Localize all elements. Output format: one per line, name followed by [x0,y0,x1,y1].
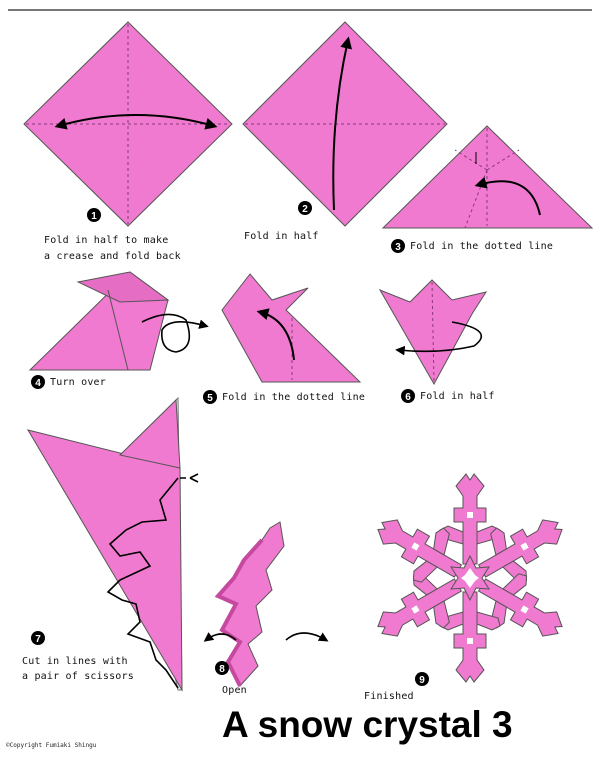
step-6-caption: Fold in half [420,390,495,403]
step-2-badge: 2 [298,201,312,215]
svg-text:3: 3 [395,242,401,253]
step-3-caption: Fold in the dotted line [410,240,553,253]
step-4-figure [30,272,206,370]
svg-text:2: 2 [302,204,308,215]
step-3-badge: 3 [391,239,405,253]
step-8-caption: Open [222,684,247,697]
svg-text:5: 5 [207,393,213,404]
step-1-caption-line1: Fold in half to make [44,234,168,247]
svg-text:9: 9 [419,675,425,686]
snowflake [365,474,575,682]
step-1-badge: 1 [87,208,101,222]
svg-text:1: 1 [91,211,97,222]
step-7-badge: 7 [31,631,45,645]
step-9-badge: 9 [415,672,429,686]
step-6-figure [380,280,486,384]
svg-text:8: 8 [219,664,225,675]
step-7-caption-line2: a pair of scissors [22,670,134,683]
step-4-badge: 4 [31,375,45,389]
step-5-caption: Fold in the dotted line [222,391,365,404]
step-8-badge: 8 [215,661,229,675]
scissors-icon [180,474,198,482]
svg-text:6: 6 [405,392,411,403]
step-4-caption: Turn over [50,376,106,389]
step-5-figure [222,274,360,382]
step-7-caption-line1: Cut in lines with [22,655,128,668]
step-8-arrow-right [286,633,326,640]
step-7-figure [28,398,198,690]
copyright-notice: ©Copyright Fumiaki Shingu [6,742,96,750]
step-9-caption: Finished [364,690,414,703]
page-title: A snow crystal 3 [222,703,513,747]
step-5-badge: 5 [203,390,217,404]
step-2-caption: Fold in half [244,230,319,243]
step-1-figure [24,22,232,226]
step-6-badge: 6 [401,389,415,403]
svg-text:7: 7 [35,634,41,645]
svg-text:4: 4 [35,378,41,389]
step-1-caption-line2: a crease and fold back [44,250,181,263]
